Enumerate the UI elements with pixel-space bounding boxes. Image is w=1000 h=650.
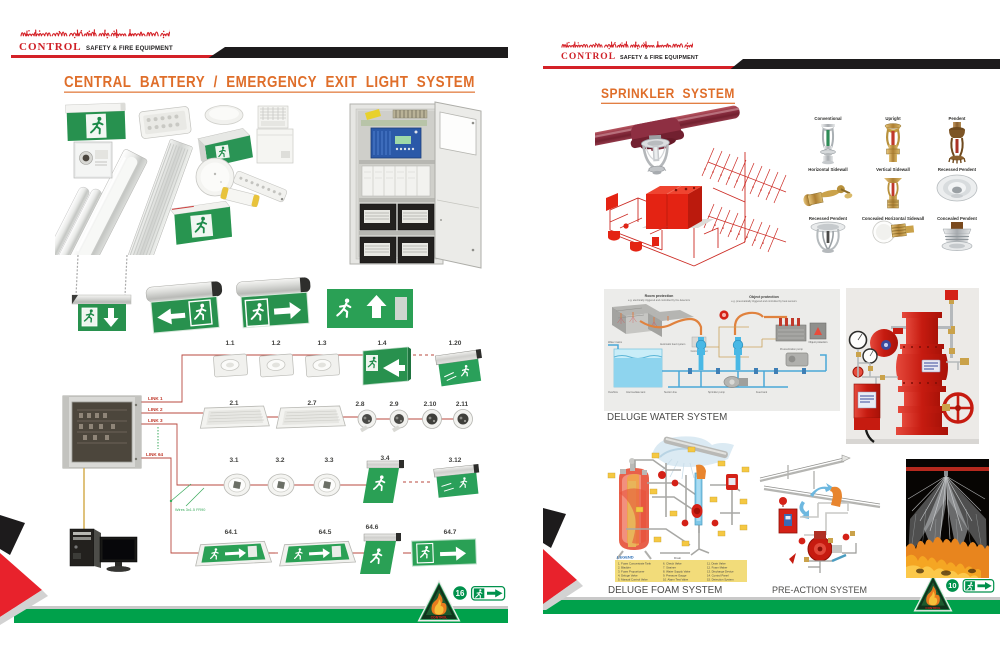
svg-text:Recessed Pendent: Recessed Pendent [938,167,977,172]
svg-text:5. Manual Control Valve: 5. Manual Control Valve [618,578,648,582]
svg-text:4. Deluge Valve: 4. Deluge Valve [618,574,638,578]
svg-text:Upright: Upright [885,116,901,121]
svg-text:64.1: 64.1 [225,529,238,536]
svg-text:LEGEND: LEGEND [617,555,634,560]
svg-text:Vertical Sidewall: Vertical Sidewall [876,167,910,172]
svg-text:16: 16 [456,589,465,598]
svg-text:2.9: 2.9 [389,401,398,408]
svg-text:64.5: 64.5 [319,529,332,536]
svg-text:3.12: 3.12 [449,457,462,464]
svg-text:10. Alarm Test Valve: 10. Alarm Test Valve [663,578,689,582]
svg-text:11. Drain Valve: 11. Drain Valve [707,562,726,566]
svg-text:e.g. pneumatically triggered a: e.g. pneumatically triggered and control… [731,300,797,303]
svg-text:Automatic feed system: Automatic feed system [660,343,685,346]
svg-text:3.4: 3.4 [380,455,389,462]
svg-text:Overflow: Overflow [608,391,618,394]
svg-text:Feed tank: Feed tank [756,391,768,394]
svg-text:Drain: Drain [674,556,682,560]
svg-text:Conventional: Conventional [814,116,841,121]
svg-text:Wires 3x1.5 FR90: Wires 3x1.5 FR90 [175,508,205,512]
svg-text:Object protection: Object protection [749,295,779,299]
svg-text:2.8: 2.8 [355,401,364,408]
svg-text:CONTROL: CONTROL [925,606,940,610]
svg-text:2.1: 2.1 [229,400,238,407]
svg-text:1.20: 1.20 [449,340,462,347]
svg-text:10: 10 [948,581,956,590]
svg-text:Intermediate tank: Intermediate tank [626,391,646,394]
svg-text:3. Foam Proportioner: 3. Foam Proportioner [618,570,644,574]
svg-text:2.10: 2.10 [424,401,437,408]
svg-text:7. Strainer: 7. Strainer [663,566,676,570]
svg-text:LINK 1: LINK 1 [148,396,163,401]
svg-text:3.3: 3.3 [324,457,333,464]
svg-text:Suction line: Suction line [664,391,678,394]
svg-text:1.4: 1.4 [377,340,386,347]
svg-text:2.7: 2.7 [307,400,316,407]
svg-text:Room protection: Room protection [645,294,674,298]
svg-text:1. Foam Concentrate Tank: 1. Foam Concentrate Tank [618,562,652,566]
svg-text:Water mains: Water mains [608,341,623,344]
svg-text:e.g. electrically triggered an: e.g. electrically triggered and controll… [628,299,691,302]
svg-text:1.1: 1.1 [225,340,234,347]
svg-text:2. Bladder: 2. Bladder [618,566,631,570]
svg-text:Recessed Pendent: Recessed Pendent [809,216,848,221]
svg-text:LINK 2: LINK 2 [148,407,163,412]
svg-text:64.7: 64.7 [444,529,457,536]
svg-text:12. Foam Maker: 12. Foam Maker [707,566,727,570]
svg-text:Sprinkler pump: Sprinkler pump [708,391,725,394]
svg-text:15. Detection System: 15. Detection System [707,578,734,582]
svg-text:64.6: 64.6 [366,524,379,531]
svg-text:Object protection: Object protection [809,341,829,344]
svg-text:3.2: 3.2 [275,457,284,464]
svg-text:1.2: 1.2 [271,340,280,347]
svg-text:Concealed Horizontal Sidewall: Concealed Horizontal Sidewall [862,216,924,221]
svg-text:6. Check Valve: 6. Check Valve [663,562,682,566]
svg-text:3.1: 3.1 [229,457,238,464]
svg-text:Horizontal Sidewall: Horizontal Sidewall [808,167,847,172]
svg-text:8. Water Supply Valve: 8. Water Supply Valve [663,570,691,574]
svg-text:13. Discharge Device: 13. Discharge Device [707,570,734,574]
svg-text:CONTROL: CONTROL [431,616,448,620]
svg-text:9. Pressure Gauge: 9. Pressure Gauge [663,574,687,578]
svg-text:Pendent: Pendent [949,116,967,121]
svg-text:1.3: 1.3 [317,340,326,347]
svg-text:LINK 64: LINK 64 [146,452,164,457]
svg-text:2.11: 2.11 [456,401,469,408]
svg-text:14. Control Panel: 14. Control Panel [707,574,729,578]
svg-text:Pressurization pump: Pressurization pump [780,348,803,351]
svg-text:Concealed Pendent: Concealed Pendent [937,216,977,221]
svg-text:LINK 3: LINK 3 [148,418,163,423]
